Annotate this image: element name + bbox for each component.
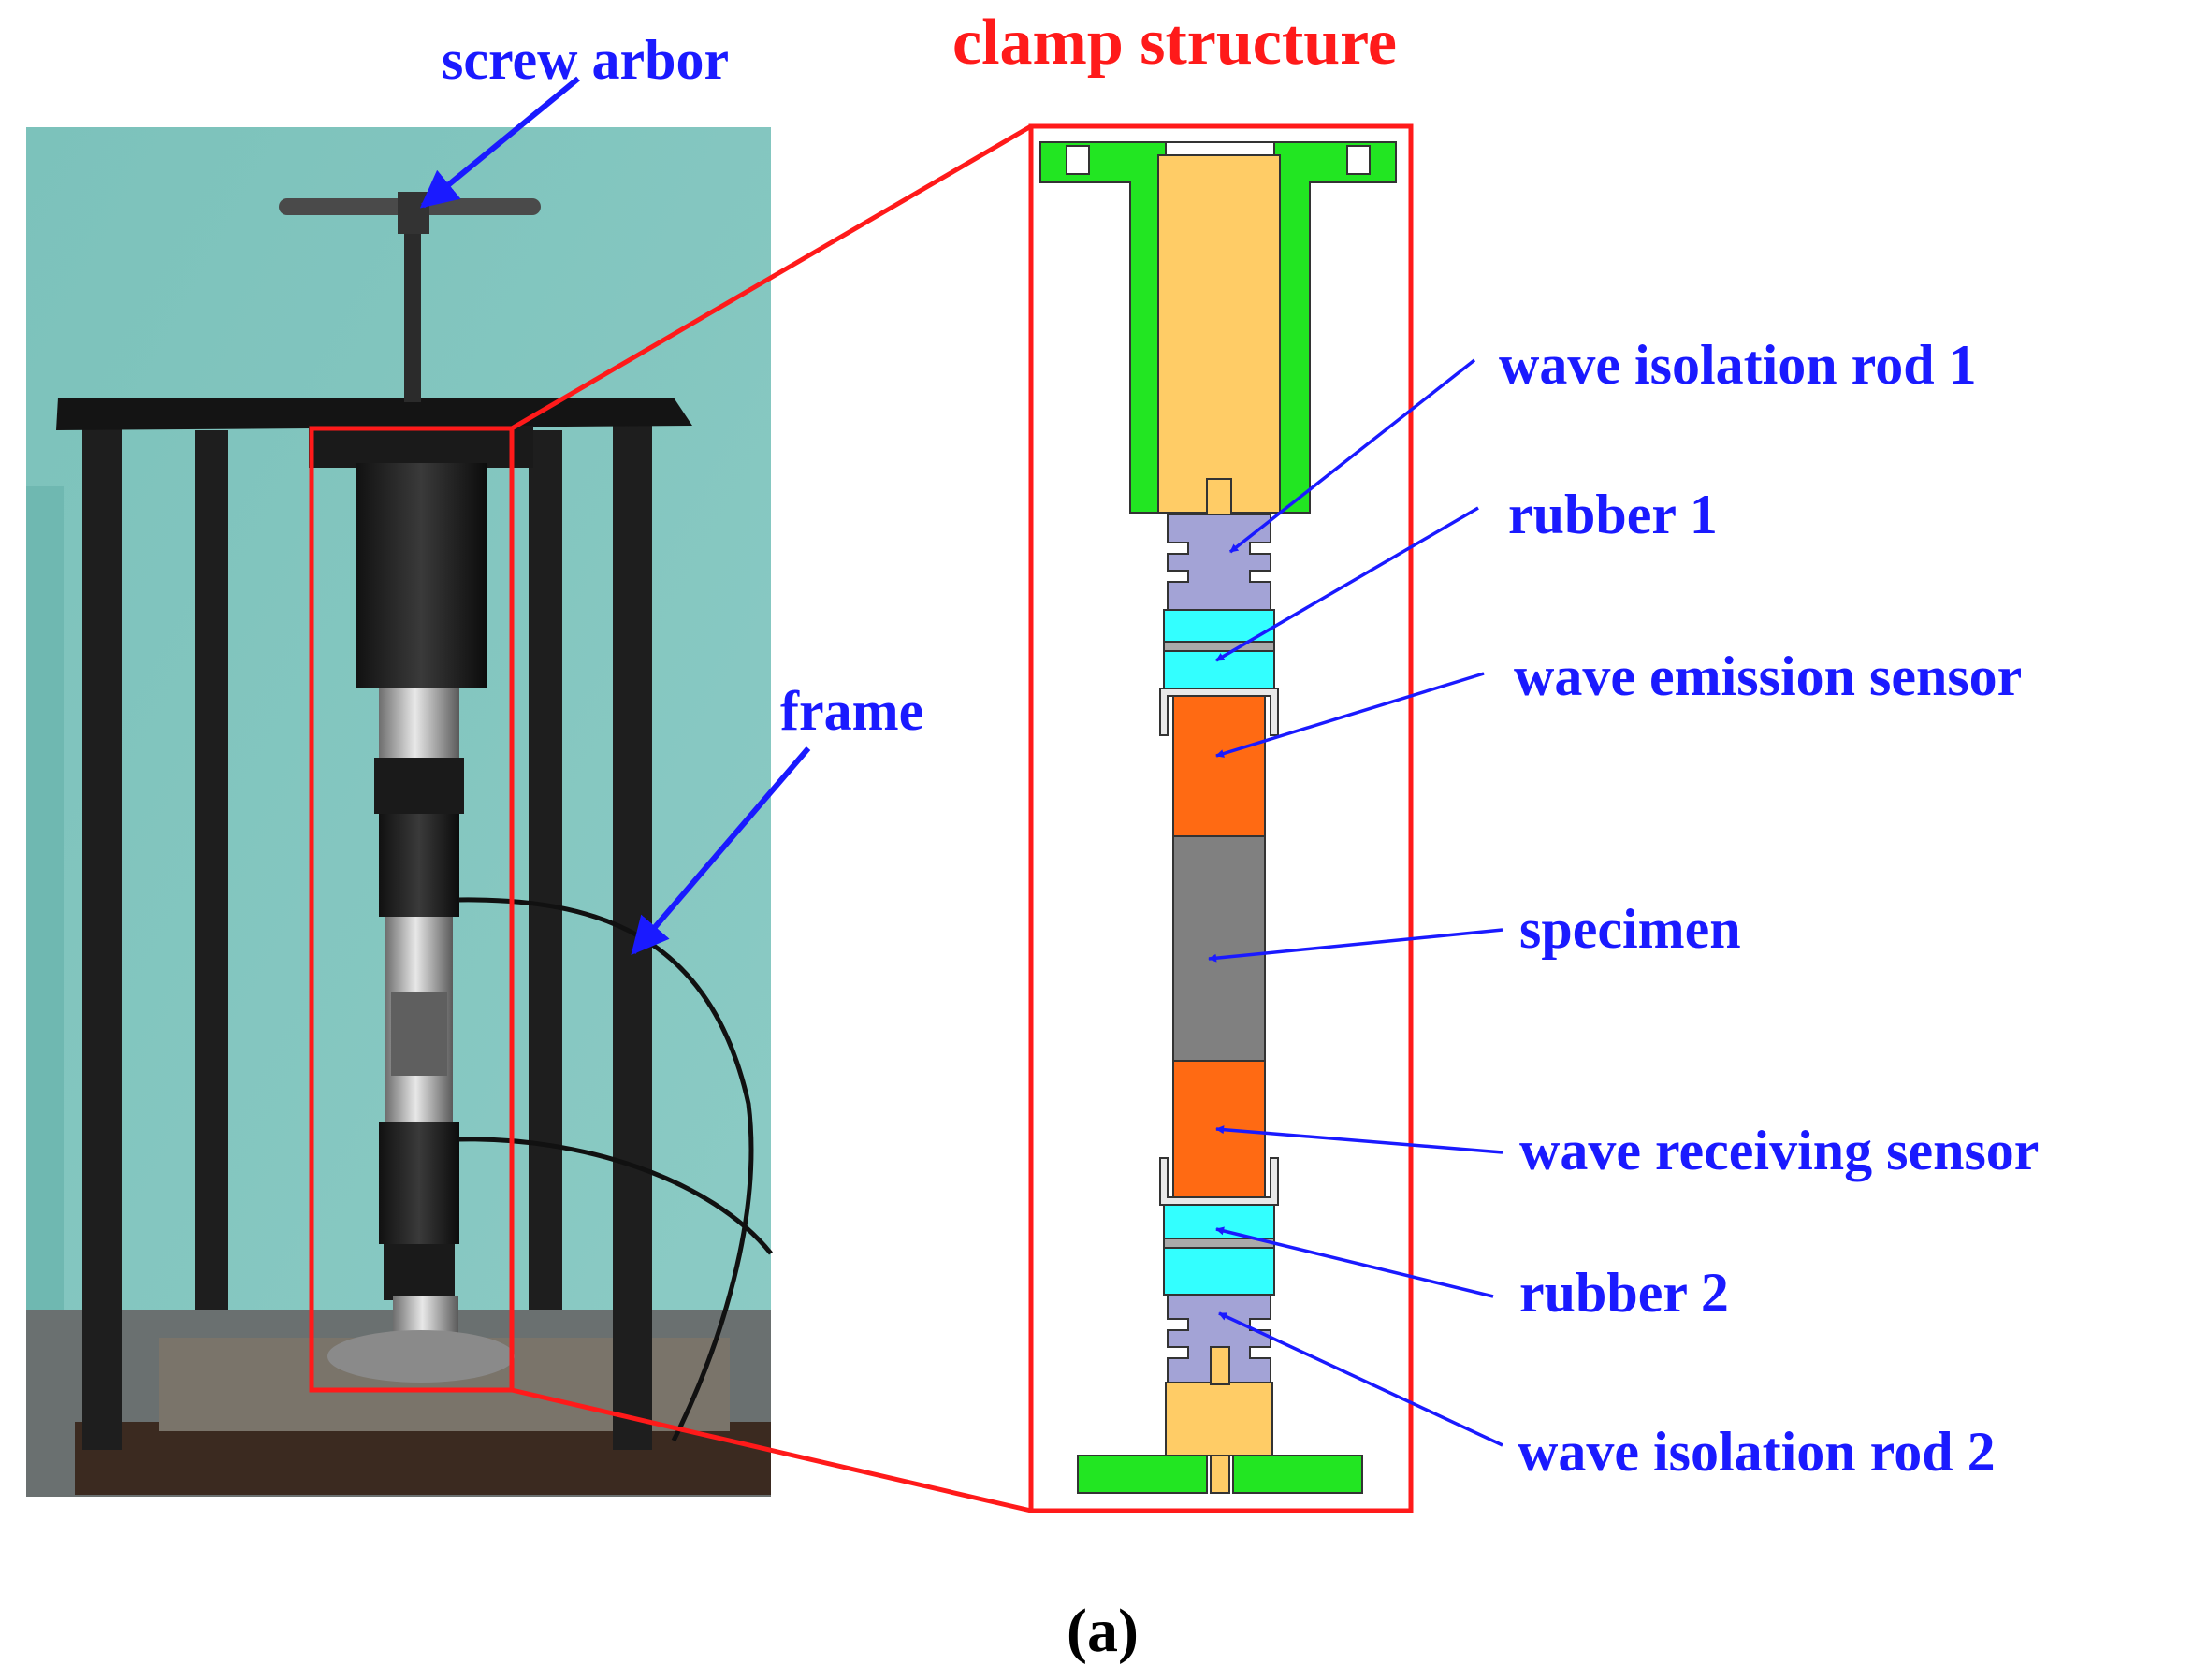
arrow-rub2 [1215, 1226, 1494, 1298]
label-screw-arbor: screw arbor [442, 29, 729, 91]
photo-screw-hub [398, 192, 429, 234]
flange-slot [1346, 145, 1371, 175]
photo-callout-box [309, 426, 515, 1393]
arrow-iso2 [1218, 1311, 1503, 1447]
photo-upper-sensor-body [379, 814, 459, 917]
rubber-2-lower [1163, 1247, 1275, 1296]
apparatus-photo [26, 127, 773, 1497]
labels: clamp structure screw arbor frame wave i… [442, 7, 2039, 1665]
arrow-recv [1215, 1125, 1503, 1154]
bottom-flange-left [1077, 1455, 1208, 1494]
rubber-1-lower [1163, 650, 1275, 689]
photo-specimen [391, 992, 447, 1076]
rod-tip [1206, 478, 1232, 515]
label-wave-isolation-rod-1: wave isolation rod 1 [1499, 334, 1977, 396]
arrow-iso1 [1228, 358, 1476, 554]
bottom-flange-right [1232, 1455, 1363, 1494]
label-rubber-1: rubber 1 [1508, 484, 1718, 545]
photo-upper-coupler [374, 758, 464, 814]
rod-tip-lower [1210, 1346, 1230, 1385]
wave-emission-sensor [1172, 695, 1266, 837]
label-rubber-2: rubber 2 [1519, 1262, 1729, 1324]
photo-frame-leg [82, 412, 122, 1450]
flange-slot [1066, 145, 1090, 175]
callout-line-top [510, 123, 1033, 431]
lower-loading-rod [1165, 1382, 1273, 1456]
photo-top-plate [56, 398, 692, 430]
photo-upper-steel [379, 688, 459, 758]
photo-base-plate [75, 1422, 771, 1495]
arrow-spec [1208, 928, 1503, 963]
arrow-screw-arbor [419, 76, 580, 209]
photo-lower-sensor-body [379, 1122, 459, 1244]
flange-slot-center [1165, 141, 1275, 156]
photo-frame-leg [529, 430, 562, 1310]
clamp-schematic [1039, 141, 1397, 1494]
figure-caption: (a) [1067, 1597, 1139, 1665]
photo-base-flange [327, 1330, 515, 1383]
photo-cable [457, 897, 754, 1442]
rubber-1-gap [1163, 641, 1275, 652]
label-wave-receiving-sensor: wave receiving sensor [1519, 1120, 2039, 1181]
photo-frame-leg [195, 430, 228, 1310]
arrows [419, 76, 1503, 1447]
label-wave-isolation-rod-2: wave isolation rod 2 [1518, 1421, 1996, 1483]
photo-upper-cylinder [356, 463, 487, 688]
figure-title: clamp structure [952, 7, 1397, 79]
isolation-rod-1 [1167, 514, 1271, 611]
label-specimen: specimen [1519, 898, 1741, 960]
photo-cable [457, 1137, 773, 1255]
arrow-rub1 [1215, 506, 1479, 662]
specimen [1172, 835, 1266, 1062]
sensor-sleeve-top [1159, 688, 1279, 736]
arrow-frame [631, 746, 811, 956]
label-frame: frame [780, 680, 923, 742]
photo-screw-shaft [404, 229, 421, 402]
rubber-2-upper [1163, 1204, 1275, 1239]
bottom-slot [1210, 1455, 1230, 1494]
photo-top-flange [309, 426, 533, 468]
callout-line-bottom [511, 1387, 1032, 1513]
upper-loading-rod [1157, 154, 1281, 514]
photo-lower-coupler [384, 1244, 455, 1300]
photo-door-edge [26, 486, 64, 1310]
label-wave-emission-sensor: wave emission sensor [1514, 645, 2022, 707]
arrow-emit [1215, 672, 1485, 758]
